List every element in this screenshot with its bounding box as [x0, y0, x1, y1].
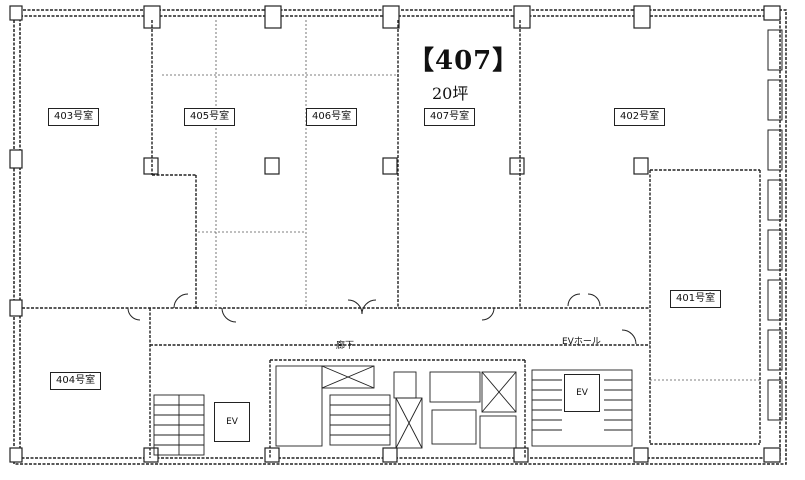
ev-hall-label: EVホール	[562, 337, 601, 347]
highlight-room-number: 【407】	[408, 46, 520, 76]
right-windows	[767, 29, 783, 421]
right-stair	[531, 369, 633, 447]
room-label-406: 406号室	[306, 108, 358, 126]
doors	[127, 293, 637, 345]
central-core	[275, 365, 517, 449]
room-label-402: 402号室	[614, 108, 666, 126]
room-label-405: 405号室	[184, 108, 236, 126]
columns	[9, 5, 781, 463]
room-label-403: 403号室	[48, 108, 100, 126]
partitions	[22, 20, 761, 458]
left-stair	[153, 394, 205, 456]
elevator-right: EV	[564, 374, 600, 412]
highlight-area: 20坪	[432, 84, 469, 103]
room-label-401: 401号室	[670, 290, 722, 308]
corridor-label: 廊下	[336, 341, 355, 351]
thin-partitions	[162, 20, 760, 381]
room-label-404: 404号室	[50, 372, 102, 390]
room-label-407: 407号室	[424, 108, 476, 126]
elevator-left: EV	[214, 402, 250, 442]
outer-walls	[13, 9, 787, 465]
